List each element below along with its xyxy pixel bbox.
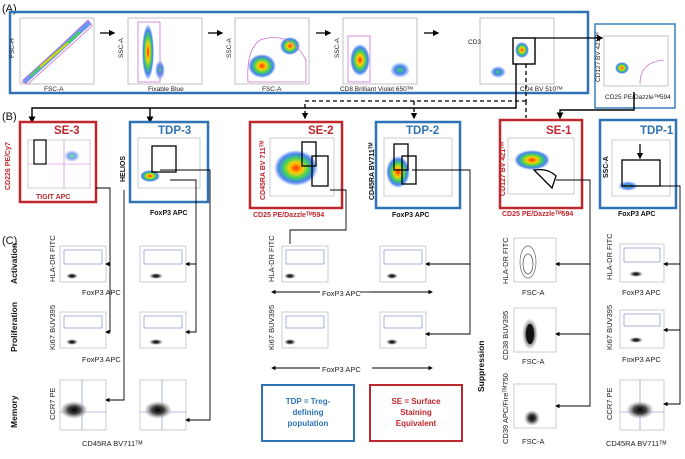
c6-pro-y: Ki67 BUV395 — [605, 305, 614, 350]
gating-plot-2: SSC-A Fixable Blue — [118, 17, 203, 93]
gating-plot-5: CD3 CD4 BV 510ᵀᴹ — [468, 17, 563, 93]
tag-tdp-1: TDP-1 — [640, 125, 674, 137]
small-plot-c1-mem: CCR7 PE — [48, 379, 107, 431]
connector-solid — [28, 64, 517, 124]
tdp3-y-label: HELIOS — [120, 156, 127, 182]
plot6-frame — [594, 23, 676, 109]
c34-act-x: FoxP3 APC — [322, 289, 361, 298]
c3-act-y: HLA-DR FITC — [267, 235, 276, 282]
tag-se-3: SE-3 — [54, 125, 80, 137]
row-label-memory: Memory — [9, 395, 19, 428]
c1-mem-y: CCR7 PE — [48, 387, 57, 420]
small-plot-c6-act: HLA-DR FITC FoxP3 APC — [605, 233, 665, 297]
tdp2-y-label: CD45RA BV711ᵀᴹ — [369, 142, 376, 200]
gating-plot-4: SSC-A CD8 Brilliant Violet 650ᵀᴹ — [334, 17, 418, 93]
panel-tdp-1: TDP-1 SSC-A FoxP3 APC — [598, 118, 678, 218]
se1-x-label: CD25 PE/Dazzleᵀᴹ594 — [502, 211, 573, 218]
small-plot-c4-pro — [379, 311, 427, 349]
plot2-x-label: Fixable Blue — [148, 86, 184, 93]
c6-mem-y: CCR7 PE — [605, 387, 614, 420]
c1-act-y: HLA-DR FITC — [48, 235, 57, 282]
plot1-y-label: FSC-H — [9, 38, 16, 58]
row-label-proliferation: Proliferation — [9, 302, 19, 352]
c12-mem-x: CD45RA BV711ᵀᴹ — [82, 439, 142, 448]
c5-3-x: FSC-A — [522, 437, 545, 446]
plot6-x-label: CD25 PE/Dazzleᵀᴹ594 — [605, 94, 671, 101]
se2-x-label: CD25 PE/Dazzleᵀᴹ594 — [253, 212, 324, 219]
c5-1-y: HLA-DR FITC — [501, 237, 510, 284]
panel-tdp-2: TDP-2 CD45RA BV711ᵀᴹ FoxP3 APC — [369, 120, 462, 219]
c12-act-x: FoxP3 APC — [82, 288, 121, 297]
plot1-x-label: FSC-A — [44, 86, 64, 93]
c1-pro-y: Ki67 BUV395 — [48, 305, 57, 350]
tag-tdp-2: TDP-2 — [406, 125, 439, 137]
plot2-y-label: SSC-A — [118, 37, 125, 58]
small-plot-c6-mem: CCR7 PE CD45RA BV711ᵀᴹ — [605, 379, 666, 448]
c5-3-y: CD39 APC/Fireᵀᴹ750 — [501, 373, 510, 444]
legend-se: SE = Surface Staining Equivalent — [369, 384, 463, 442]
plot3-x-label: FSC-A — [262, 86, 282, 93]
small-plot-c3-act: HLA-DR FITC — [267, 235, 329, 283]
svg-text:TDP = Treg-: TDP = Treg- — [286, 397, 331, 406]
c5-2-x: FSC-A — [522, 357, 545, 366]
legend-tdp: TDP = Treg- defining population — [261, 384, 355, 442]
small-plot-c5-3: CD39 APC/Fireᵀᴹ750 FSC-A — [501, 373, 557, 446]
small-plot-c3-pro: Ki67 BUV395 — [267, 305, 329, 350]
c6-act-x: FoxP3 APC — [622, 288, 661, 297]
se2-y-label: CD45RA BV 711ᵀᴹ — [260, 140, 267, 200]
small-plot-c6-pro: Ki67 BUV395 FoxP3 APC — [605, 305, 665, 364]
c34-pro-x: FoxP3 APC — [322, 365, 361, 374]
plot5-x-label: CD4 BV 510ᵀᴹ — [520, 86, 563, 93]
se3-x-label: TIGIT APC — [36, 194, 70, 201]
c6-pro-x: FoxP3 APC — [622, 355, 661, 364]
tag-se-2: SE-2 — [308, 125, 334, 137]
plot4-y-label: SSC-A — [334, 37, 341, 58]
c6-mem-x: CD45RA BV711ᵀᴹ — [606, 439, 666, 448]
svg-text:SE = Surface: SE = Surface — [391, 397, 441, 406]
c12-pro-x: FoxP3 APC — [82, 355, 121, 364]
small-plot-c1-pro: Ki67 BUV395 — [48, 305, 107, 350]
svg-text:population: population — [288, 419, 329, 428]
tdp2-x-label: FoxP3 APC — [392, 212, 429, 219]
plot4-x-label: CD8 Brilliant Violet 650ᵀᴹ — [340, 86, 414, 93]
svg-text:Staining: Staining — [400, 408, 432, 417]
small-plot-c5-2: CD38 BUV395 FSC-A — [501, 307, 557, 366]
c5-2-y: CD38 BUV395 — [501, 311, 510, 360]
small-plot-c5-1: HLA-DR FITC FSC-A — [501, 237, 557, 297]
se3-y-label: CD226 PE/Cy7 — [5, 142, 12, 190]
section-label-c: (C) — [2, 235, 17, 247]
gating-plot-6: CD127 BV 421ᵀᴹ CD25 PE/Dazzleᵀᴹ594 — [595, 32, 671, 101]
panel-tdp-3: TDP-3 HELIOS FoxP3 APC — [120, 120, 210, 217]
section-label-b: (B) — [2, 111, 17, 123]
small-plot-c2-act — [139, 245, 187, 283]
tag-se-1: SE-1 — [546, 125, 572, 137]
tdp1-y-label: SSC-A — [603, 156, 610, 178]
svg-text:defining: defining — [292, 408, 323, 417]
plot6-y-label: CD127 BV 421ᵀᴹ — [595, 32, 602, 82]
c3-pro-y: Ki67 BUV395 — [267, 305, 276, 350]
panel-se-2: SE-2 CD45RA BV 711ᵀᴹ CD25 PE/Dazzleᵀᴹ594 — [248, 120, 344, 219]
tdp1-x-label: FoxP3 APC — [618, 211, 655, 218]
svg-text:Equivalent: Equivalent — [396, 419, 437, 428]
c5-1-x: FSC-A — [522, 288, 545, 297]
plot5-y-label: CD3 — [468, 39, 481, 46]
small-plot-c2-mem — [139, 379, 187, 431]
gating-strip-frame — [8, 10, 590, 95]
row-label-suppression: Suppression — [476, 341, 486, 392]
gating-plot-1: FSC-H FSC-A — [9, 17, 95, 93]
se1-y-label: CD127 BV 421ᵀᴹ — [500, 142, 507, 196]
small-plot-c2-pro — [139, 311, 187, 349]
small-plot-c1-act: HLA-DR FITC — [48, 235, 107, 283]
panel-se-1: SE-1 CD127 BV 421ᵀᴹ CD25 PE/Dazzleᵀᴹ594 — [498, 118, 584, 218]
tdp3-x-label: FoxP3 APC — [150, 210, 187, 217]
gating-plot-3: SSC-A FSC-A — [226, 17, 310, 93]
small-plot-c4-act — [379, 245, 427, 283]
row-label-activation: Activation — [9, 243, 19, 284]
c6-act-y: HLA-DR FITC — [605, 233, 614, 280]
plot3-y-label: SSC-A — [226, 37, 233, 58]
panel-se-3: SE-3 CD226 PE/Cy7 TIGIT APC — [5, 120, 98, 204]
tag-tdp-3: TDP-3 — [158, 125, 191, 137]
